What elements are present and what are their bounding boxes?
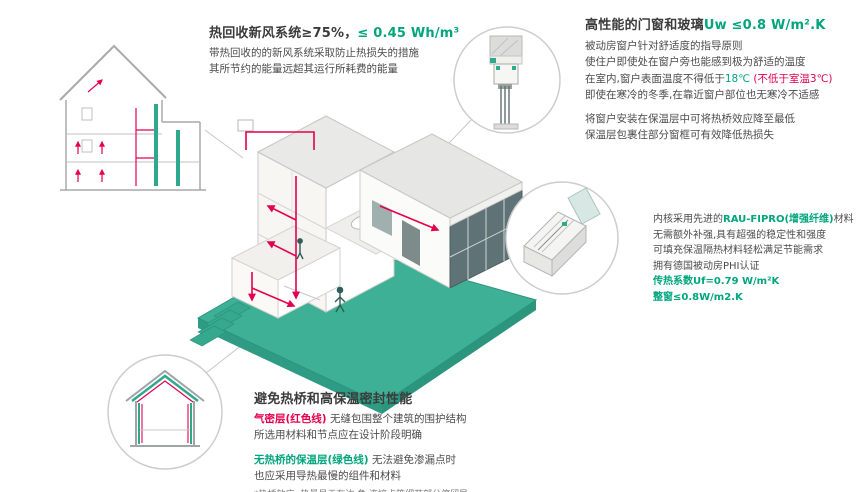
thermal-airtight-label: 气密层(红色线): [254, 413, 327, 425]
callout-thermal: 避免热桥和高保温密封性能 气密层(红色线) 无缝包围整个建筑的围护结构 所选用材…: [254, 388, 468, 492]
building-cross-section-illustration: [59, 44, 206, 191]
profile-line1-material: RAU-FIPRO(增强纤维): [723, 214, 834, 225]
windows-line1: 被动房窗户针对舒适度的指导原则: [585, 40, 743, 52]
thermal-line2: 所选用材料和节点应在设计阶段明确: [254, 429, 422, 442]
hrv-body-line1: 带热回收的的新风系统采取防止热损失的措施: [209, 47, 419, 59]
windows-line3-note: (不低于室温3℃): [750, 72, 833, 85]
thermal-line4: 也应采用导热最慢的组件和材料: [254, 469, 401, 482]
thermal-title: 避免热桥和高保温密封性能: [254, 392, 413, 407]
windows-line3: 在室内,窗户表面温度不得低于18℃ (不低于室温3℃): [585, 71, 833, 87]
exhaust-duct: [154, 104, 158, 186]
main-house-cutaway-illustration: [189, 115, 538, 414]
side-door: [402, 220, 420, 266]
airflow-arrows: [75, 79, 105, 182]
airtight-red-line: [136, 380, 194, 403]
duct-pipes: [135, 108, 154, 186]
hrv-title: 热回收新风系统≥75%，≤ 0.45 Wh/m³: [209, 22, 459, 41]
windows-line4: 即使在寒冷的冬季,在靠近窗户部位也无寒冷不适感: [585, 88, 820, 101]
hrv-title-value: ≤ 0.45 Wh/m³: [357, 26, 460, 41]
windows-line3-pre: 在室内,窗户表面温度不得低于: [585, 72, 725, 85]
thermal-line3-rest: 无法避免渗漏点时: [368, 453, 456, 466]
supply-duct: [176, 130, 180, 186]
ventilation-unit: [237, 119, 254, 132]
gasket-seal: [562, 222, 567, 226]
windows-line3-temp: 18℃: [724, 72, 750, 85]
glass-pane: [567, 187, 601, 225]
windows-line6: 保温层包裹住部分窗框可有效降低热损失: [585, 129, 774, 142]
thermal-footnote: *热桥效应: 热量易于在边,角,连接点等细节部分停留导: [254, 489, 468, 492]
insulation-green-line: [131, 374, 199, 402]
profile-line1: 内核采用先进的RAU-FIPRO(增强纤维)材料: [653, 212, 854, 228]
window-profile-detail-circle: [505, 181, 619, 295]
profile-uf-value: 传热系数Uf=0.79 W/m²K: [653, 276, 780, 287]
thermal-line1-rest: 无缝包围整个建筑的围护结构: [326, 413, 467, 425]
callout-hrv: 热回收新风系统≥75%，≤ 0.45 Wh/m³ 带热回收的的新风系统采取防止热…: [209, 22, 459, 78]
hrv-body-line2: 其所节约的能量远超其运行所耗费的能量: [209, 63, 398, 76]
profile-uw-value: 整窗≤0.8W/m2.K: [653, 291, 743, 303]
windows-title-text: 高性能的门窗和玻璃: [585, 18, 704, 33]
thermal-line3: 无热桥的保温层(绿色线) 无法避免渗漏点时: [254, 452, 468, 468]
window-section-detail-circle: [453, 26, 561, 134]
thermal-envelope-house-circle: [107, 354, 223, 470]
stairs: [189, 301, 251, 347]
triple-glazing: [500, 86, 510, 124]
house-lower-annex: [230, 225, 342, 319]
windows-title-value: Uw ≤0.8 W/m².K: [703, 18, 826, 33]
callout-windows: 高性能的门窗和玻璃Uw ≤0.8 W/m².K 被动房窗户针对舒适度的指导原则 …: [585, 14, 833, 144]
ventilation-duct-lines: [237, 119, 440, 308]
profile-line2: 无需额外补强,具有超强的稳定性和强度: [653, 229, 827, 241]
profile-line1-pre: 内核采用先进的: [653, 214, 723, 225]
callout-profile: 内核采用先进的RAU-FIPRO(增强纤维)材料 无需额外补强,具有超强的稳定性…: [653, 212, 854, 305]
thermal-line1: 气密层(红色线) 无缝包围整个建筑的围护结构: [254, 411, 468, 427]
insulation-seal: [490, 58, 496, 63]
profile-line4: 拥有德国被动房PHI认证: [653, 260, 760, 272]
profile-line1-post: 材料: [833, 214, 854, 225]
profile-line3: 可填充保温隔热材料轻松满足节能需求: [653, 245, 823, 256]
hrv-title-text: 热回收新风系统≥75%，: [209, 26, 358, 41]
leader-line: [204, 129, 244, 159]
windows-line2: 使住户即使处在窗户旁也能感到极为舒适的温度: [585, 56, 806, 69]
thermal-insulation-label: 无热桥的保温层(绿色线): [254, 453, 369, 466]
windows-title: 高性能的门窗和玻璃Uw ≤0.8 W/m².K: [585, 14, 833, 33]
house-glass-wing: [358, 133, 524, 289]
windows-line5: 将窗户安装在保温层中可将热桥效应降至最低: [585, 113, 795, 126]
occupant-figures: [296, 238, 346, 313]
